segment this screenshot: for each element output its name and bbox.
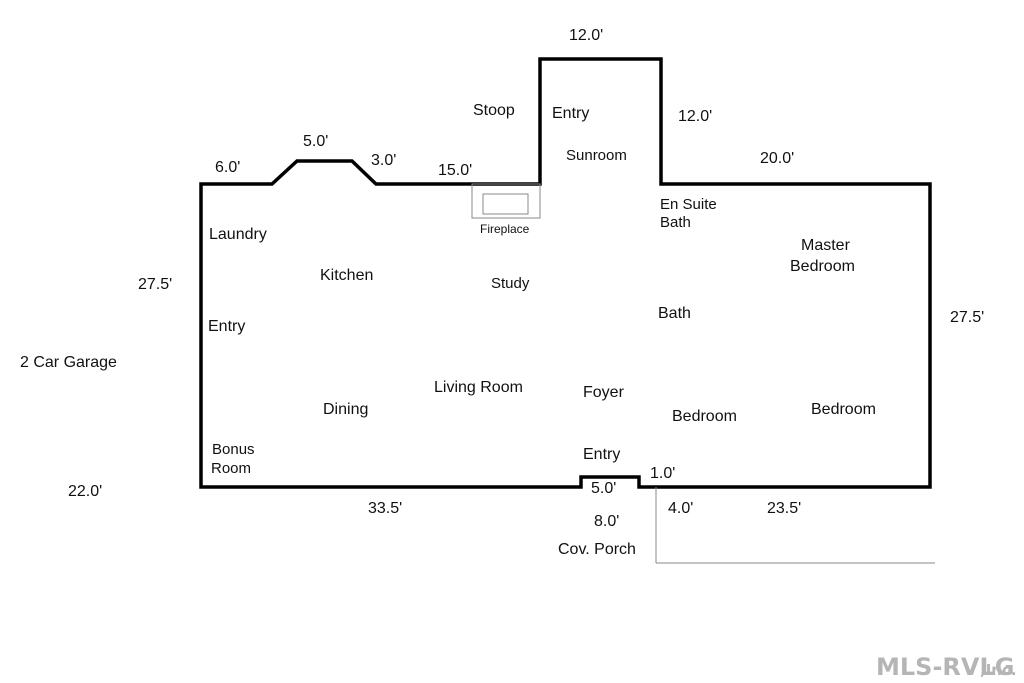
exterior-wall: [199, 57, 932, 489]
room-label-foyer: Foyer: [583, 384, 625, 401]
room-label-bedroom-2: Bedroom: [811, 401, 876, 418]
dim-left-height: 27.5': [138, 276, 172, 293]
dim-bottom-step: 4.0': [668, 500, 693, 517]
room-label-cov-porch: Cov. Porch: [558, 541, 636, 558]
watermark-logo: MLS-RVLG: [876, 653, 1014, 681]
room-label-living-room: Living Room: [434, 379, 523, 396]
fireplace-box: [482, 193, 529, 215]
room-label-stoop: Stoop: [473, 102, 515, 119]
dim-top-mid: 15.0': [438, 162, 472, 179]
dim-right-height: 27.5': [950, 309, 984, 326]
room-label-entry-left: Entry: [208, 318, 245, 335]
room-label-entry-top: Entry: [552, 105, 589, 122]
room-label-study: Study: [491, 275, 530, 292]
fireplace-label: Fireplace: [480, 222, 530, 236]
dim-sunroom-depth: 12.0': [678, 108, 712, 125]
room-label-bonus: Bonus: [212, 441, 255, 458]
dim-bump-right: 3.0': [371, 152, 396, 169]
room-label-laundry: Laundry: [209, 226, 267, 243]
room-label-bonus-room: Room: [211, 460, 251, 477]
dim-bottom-left: 33.5': [368, 500, 402, 517]
dim-bump-left: 6.0': [215, 159, 240, 176]
room-label-en-suite: En Suite: [660, 196, 717, 213]
watermark-logo-suffix: ,Inc.: [980, 661, 1017, 679]
dim-top-right: 20.0': [760, 150, 794, 167]
room-label-entry-bottom: Entry: [583, 446, 620, 463]
dim-porch-offset: 1.0': [650, 465, 675, 482]
dim-bump-top: 5.0': [303, 133, 328, 150]
dim-porch-depth: 8.0': [594, 513, 619, 530]
fireplace-hearth: [471, 183, 541, 219]
room-label-kitchen: Kitchen: [320, 267, 373, 284]
dim-sunroom-width: 12.0': [569, 27, 603, 44]
room-label-bath: Bath: [658, 305, 691, 322]
room-label-master: Master: [801, 237, 851, 254]
room-label-master-bedroom: Bedroom: [790, 258, 855, 275]
dim-garage-width: 22.0': [68, 483, 102, 500]
dim-bottom-right: 23.5': [767, 500, 801, 517]
room-label-sunroom: Sunroom: [566, 147, 627, 164]
room-label-garage: 2 Car Garage: [20, 354, 117, 371]
room-label-en-suite-bath: Bath: [660, 214, 691, 231]
dim-porch-width: 5.0': [591, 480, 616, 497]
room-label-dining: Dining: [323, 401, 368, 418]
room-label-bedroom-1: Bedroom: [672, 408, 737, 425]
